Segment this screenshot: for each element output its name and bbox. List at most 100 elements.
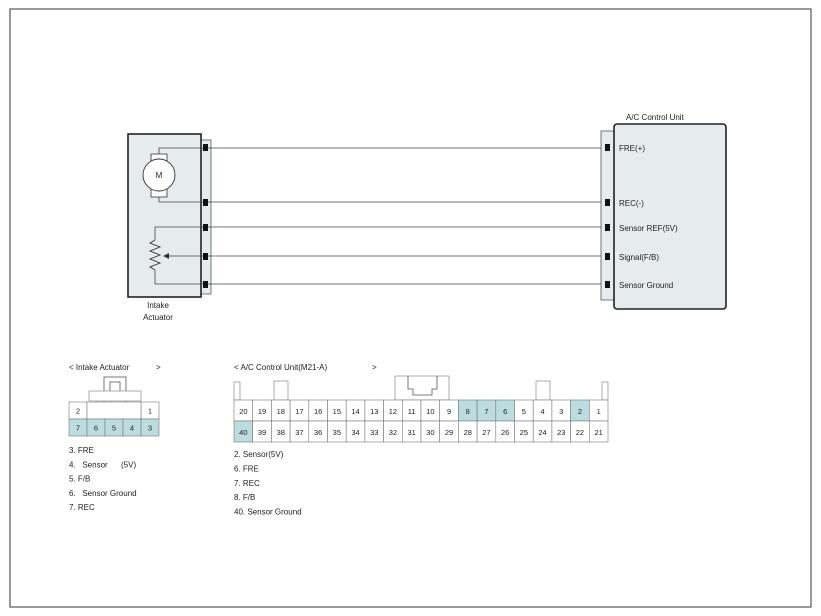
ac-legend-item: 40. Sensor Ground <box>234 508 302 517</box>
ac-unit-box <box>613 123 727 310</box>
ac-connector-tab-18 <box>273 380 289 401</box>
ac-legend-item: 7. REC <box>234 479 260 488</box>
ac-pin-number: 13 <box>370 407 378 416</box>
ac-pin-number: 8 <box>466 407 470 416</box>
ac-pin-number: 23 <box>557 428 565 437</box>
ac-pin-label-sensor-ground: Sensor Ground <box>619 281 673 290</box>
ac-pin-number: 28 <box>464 428 472 437</box>
ac-pin-number: 30 <box>426 428 434 437</box>
ac-terminal-3 <box>605 224 610 231</box>
intake-pin-number: 7 <box>76 424 80 433</box>
ac-pin-number: 33 <box>370 428 378 437</box>
ac-pin-number: 40 <box>239 428 247 437</box>
intake-actuator-component: M Intake Actuator <box>127 133 212 322</box>
intake-terminal-1 <box>203 144 208 151</box>
ac-pin-number: 34 <box>351 428 359 437</box>
ac-connector-heading-end: > <box>372 363 377 372</box>
ac-pin-number: 38 <box>277 428 285 437</box>
intake-cavity-blank <box>86 401 142 420</box>
ac-connector-latch <box>394 375 450 401</box>
intake-actuator-title-line2: Actuator <box>143 313 173 322</box>
ac-pin-number: 7 <box>484 407 488 416</box>
ac-pin-number: 6 <box>503 407 507 416</box>
ac-pin-number: 31 <box>407 428 415 437</box>
ac-connector-latch-notch <box>407 376 438 396</box>
motor-icon <box>142 158 176 192</box>
intake-connector-heading: < Intake Actuator <box>69 363 130 372</box>
ac-legend-item: 6. FRE <box>234 464 259 473</box>
ac-pin-label-sensor-ref: Sensor REF(5V) <box>619 224 678 233</box>
ac-pin-label-fre: FRE(+) <box>619 144 645 153</box>
intake-legend-item: 4. Sensor (5V) <box>69 460 136 469</box>
ac-pin-number: 17 <box>295 407 303 416</box>
ac-terminal-4 <box>605 253 610 260</box>
ac-pin-number: 14 <box>351 407 359 416</box>
intake-pin-number: 5 <box>112 424 116 433</box>
intake-terminal-5 <box>203 281 208 288</box>
intake-pin-number: 1 <box>148 407 152 416</box>
intake-cavity-bottom <box>140 418 160 437</box>
wire-harness <box>208 147 606 285</box>
ac-pin-number: 19 <box>258 407 266 416</box>
ac-pin-number: 5 <box>522 407 526 416</box>
ac-pin-number: 15 <box>333 407 341 416</box>
ac-connector-tab-right <box>601 381 609 401</box>
intake-actuator-title-line1: Intake <box>147 301 169 310</box>
intake-pin-number: 6 <box>94 424 98 433</box>
potentiometer-wiper-arrow-icon <box>163 253 169 259</box>
ac-unit-title: A/C Control Unit <box>626 113 685 122</box>
ac-connector-tab-left <box>233 381 241 401</box>
intake-legend-item: 6. Sensor Ground <box>69 489 137 498</box>
motor-lead-top <box>158 147 203 154</box>
potentiometer-lead-top <box>154 226 203 240</box>
ac-cavity-bottom <box>588 420 609 443</box>
ac-terminal-2 <box>605 199 610 206</box>
ac-terminal-1 <box>605 144 610 151</box>
ac-pin-number: 27 <box>482 428 490 437</box>
ac-pin-number: 35 <box>333 428 341 437</box>
intake-terminal-2 <box>203 199 208 206</box>
intake-pin-number: 3 <box>148 424 152 433</box>
intake-connector-shoulder <box>88 390 142 402</box>
ac-control-unit-component: A/C Control Unit FRE(+) REC(-) Sensor RE… <box>600 113 727 310</box>
ac-pin-number: 1 <box>597 407 601 416</box>
intake-terminal-4 <box>203 253 208 260</box>
ac-legend-item: 8. F/B <box>234 493 255 502</box>
ac-pin-number: 4 <box>540 407 544 416</box>
potentiometer-resistor-icon <box>148 239 162 271</box>
ac-pin-number: 25 <box>520 428 528 437</box>
ac-pin-number: 36 <box>314 428 322 437</box>
ac-pin-number: 2 <box>578 407 582 416</box>
motor-lead-bottom <box>158 197 203 203</box>
ac-pin-number: 9 <box>447 407 451 416</box>
intake-terminal-3 <box>203 224 208 231</box>
ac-pin-number: 16 <box>314 407 322 416</box>
intake-connector-legend: 3. FRE 4. Sensor (5V) 5. F/B 6. Sensor Grou… <box>69 446 137 512</box>
ac-connector-legend: 2. Sensor(5V) 6. FRE 7. REC 8. F/B 40. Senso… <box>234 450 302 517</box>
ac-pin-number: 10 <box>426 407 434 416</box>
ac-pin-number: 3 <box>559 407 563 416</box>
ac-connector-tab-4 <box>535 380 551 401</box>
ac-pin-number: 37 <box>295 428 303 437</box>
intake-legend-item: 3. FRE <box>69 446 94 455</box>
potentiometer-lead-bottom <box>154 270 203 285</box>
ac-connector-heading: < A/C Control Unit(M21-A) <box>234 363 327 372</box>
ac-pin-number: 32 <box>389 428 397 437</box>
ac-legend-item: 2. Sensor(5V) <box>234 450 284 459</box>
ac-pin-number: 26 <box>501 428 509 437</box>
intake-connector-heading-end: > <box>156 363 161 372</box>
ac-pin-number: 12 <box>389 407 397 416</box>
ac-terminal-5 <box>605 281 610 288</box>
ac-pin-number: 29 <box>445 428 453 437</box>
ac-pin-label-rec: REC(-) <box>619 199 644 208</box>
page-frame <box>9 8 812 608</box>
intake-pin-number: 2 <box>76 407 80 416</box>
intake-legend-item: 5. F/B <box>69 475 90 484</box>
motor-label: M <box>156 171 163 180</box>
ac-pin-number: 21 <box>594 428 602 437</box>
